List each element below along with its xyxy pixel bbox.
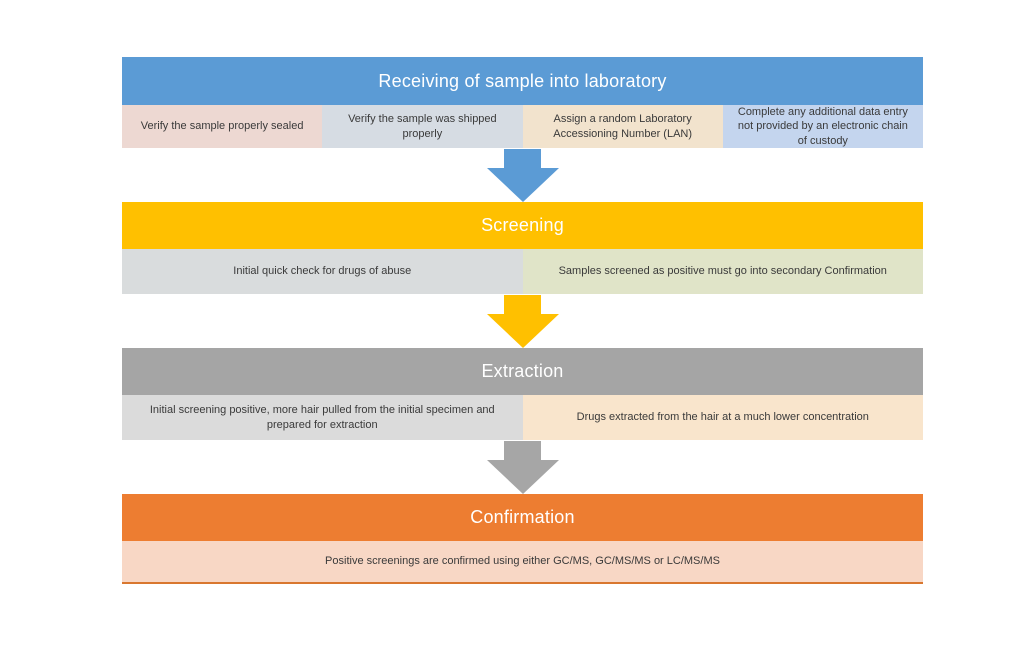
- step-verify-shipped: Verify the sample was shipped properly: [322, 105, 523, 148]
- down-arrow-icon-gray: [122, 440, 923, 494]
- stage-confirmation-title: Confirmation: [470, 507, 575, 527]
- down-arrow-icon-blue: [122, 148, 923, 202]
- step-drugs-extracted: Drugs extracted from the hair at a much …: [522, 395, 923, 440]
- arrow-stem: [504, 295, 541, 314]
- arrow-stem: [504, 149, 541, 168]
- stage-confirmation: Confirmation Positive screenings are con…: [122, 494, 923, 584]
- stage-receiving-title: Receiving of sample into laboratory: [378, 70, 667, 91]
- confirmation-bottom-rule: [122, 582, 923, 584]
- stage-screening-header: Screening: [122, 202, 923, 249]
- stage-confirmation-steps: Positive screenings are confirmed using …: [122, 541, 923, 582]
- step-initial-quick-check: Initial quick check for drugs of abuse: [122, 249, 523, 294]
- stage-extraction-steps: Initial screening positive, more hair pu…: [122, 395, 923, 440]
- stage-receiving-steps: Verify the sample properly sealed Verify…: [122, 105, 923, 148]
- stage-extraction-title: Extraction: [481, 361, 564, 381]
- stage-extraction-header: Extraction: [122, 348, 923, 395]
- arrow-head: [486, 168, 559, 202]
- stage-extraction: Extraction Initial screening positive, m…: [122, 348, 923, 440]
- arrow-stem: [504, 441, 541, 460]
- stage-screening-title: Screening: [481, 215, 564, 235]
- stage-receiving: Receiving of sample into laboratory Veri…: [122, 57, 923, 148]
- step-complete-data-entry: Complete any additional data entry not p…: [722, 105, 923, 148]
- step-positive-screenings-confirmed: Positive screenings are confirmed using …: [122, 541, 923, 582]
- stage-confirmation-header: Confirmation: [122, 494, 923, 541]
- stage-screening: Screening Initial quick check for drugs …: [122, 202, 923, 294]
- step-verify-sealed: Verify the sample properly sealed: [122, 105, 323, 148]
- step-secondary-confirmation: Samples screened as positive must go int…: [522, 249, 923, 294]
- process-flowchart: Receiving of sample into laboratory Veri…: [122, 57, 923, 584]
- arrow-head: [486, 314, 559, 348]
- step-assign-lan: Assign a random Laboratory Accessioning …: [522, 105, 723, 148]
- down-arrow-icon-yellow: [122, 294, 923, 348]
- stage-receiving-header: Receiving of sample into laboratory: [122, 57, 923, 105]
- arrow-head: [486, 460, 559, 494]
- step-more-hair-pulled: Initial screening positive, more hair pu…: [122, 395, 523, 440]
- stage-screening-steps: Initial quick check for drugs of abuse S…: [122, 249, 923, 294]
